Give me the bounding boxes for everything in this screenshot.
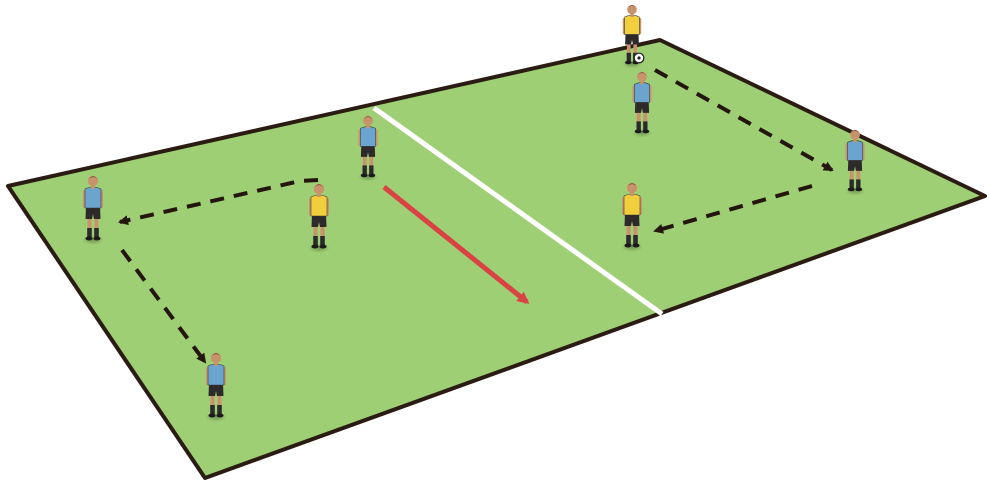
pitch-surface bbox=[8, 40, 985, 478]
ball-icon bbox=[634, 53, 644, 63]
